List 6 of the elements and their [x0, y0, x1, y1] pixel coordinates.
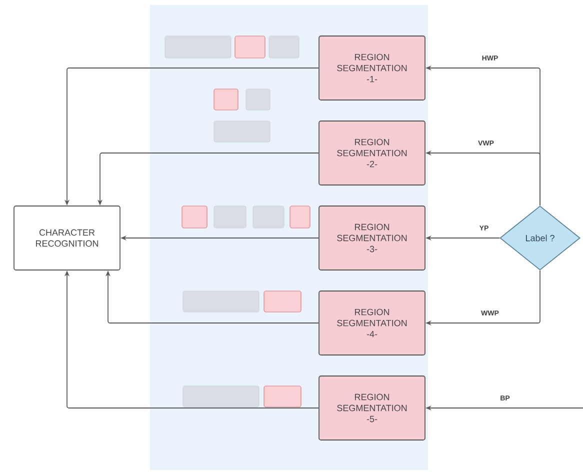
process-box: REGION SEGMENTATION -2- [318, 120, 426, 186]
process-box: REGION SEGMENTATION -5- [318, 376, 426, 440]
process-box: REGION SEGMENTATION -3- [318, 206, 426, 270]
process-box: REGION SEGMENTATION -4- [318, 290, 426, 356]
process-box: CHARACTER RECOGNITION [14, 206, 120, 270]
process-box: REGION SEGMENTATION -1- [318, 36, 426, 100]
